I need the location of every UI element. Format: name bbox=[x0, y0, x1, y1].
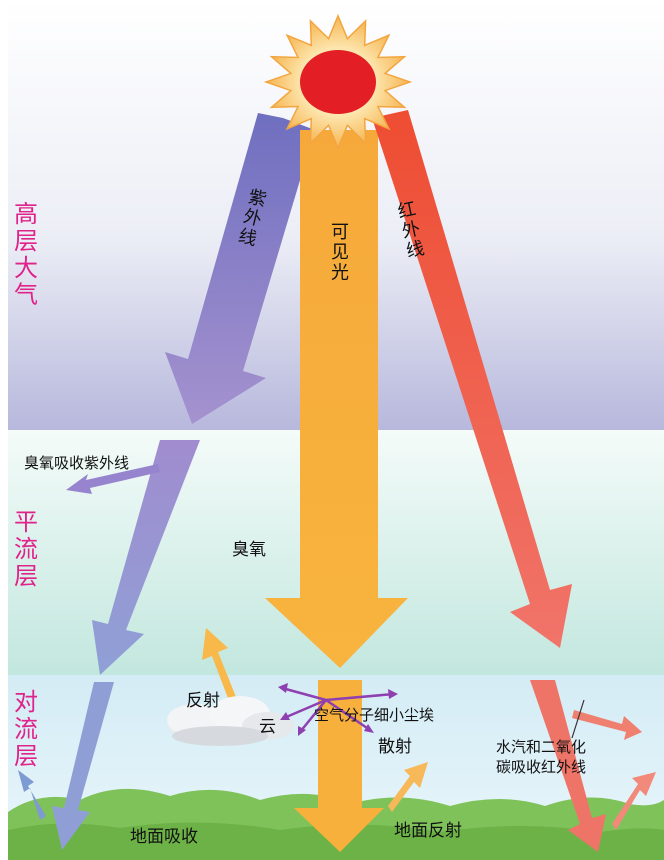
ozone-absorb-uv-label: 臭氧吸收紫外线 bbox=[24, 454, 129, 472]
uv-arrow-stratosphere bbox=[92, 440, 200, 675]
infrared-arrow-lower bbox=[530, 680, 606, 852]
visible-label: 可见光 bbox=[331, 222, 349, 283]
cloud-label: 云 bbox=[259, 717, 276, 737]
scatter-particles-label: 空气分子细小尘埃 bbox=[314, 706, 434, 724]
layer-label-troposphere: 对流层 bbox=[14, 688, 38, 770]
ground-reflect-arrow bbox=[388, 762, 428, 812]
cloud bbox=[167, 696, 294, 746]
vapor-pointer-line bbox=[571, 699, 585, 739]
infrared-arrow bbox=[372, 110, 572, 648]
uv-ground-reflect-arrow bbox=[18, 770, 46, 820]
reflect-label: 反射 bbox=[186, 691, 220, 711]
ground-absorb-label: 地面吸收 bbox=[130, 827, 198, 847]
scatter-label: 散射 bbox=[378, 737, 412, 757]
cloud-reflect-arrow bbox=[202, 628, 242, 714]
layer-label-upper: 高层大气 bbox=[14, 200, 38, 309]
uv-label: 紫外线 bbox=[236, 186, 268, 250]
scatter-arrows bbox=[281, 686, 395, 733]
vapor-co2-label-line2: 碳吸收红外线 bbox=[496, 758, 586, 776]
sun bbox=[263, 13, 413, 151]
scatter-arrowheads bbox=[278, 683, 398, 736]
ir-label: 红外线 bbox=[396, 198, 426, 262]
ir-ground-reflect-arrow bbox=[612, 772, 656, 830]
uv-arrow-upper bbox=[165, 113, 315, 424]
layer-label-stratosphere: 平流层 bbox=[14, 508, 38, 590]
ir-absorb-arrow bbox=[572, 710, 642, 740]
ozone-label: 臭氧 bbox=[232, 540, 266, 560]
uv-arrow-to-ground bbox=[52, 682, 114, 850]
sun-core bbox=[300, 50, 376, 114]
vapor-co2-label-line1: 水汽和二氧化 bbox=[496, 738, 586, 756]
ground-reflect-label: 地面反射 bbox=[394, 821, 462, 841]
ozone-absorb-uv-arrow bbox=[66, 464, 160, 494]
visible-light-arrow bbox=[265, 130, 408, 668]
